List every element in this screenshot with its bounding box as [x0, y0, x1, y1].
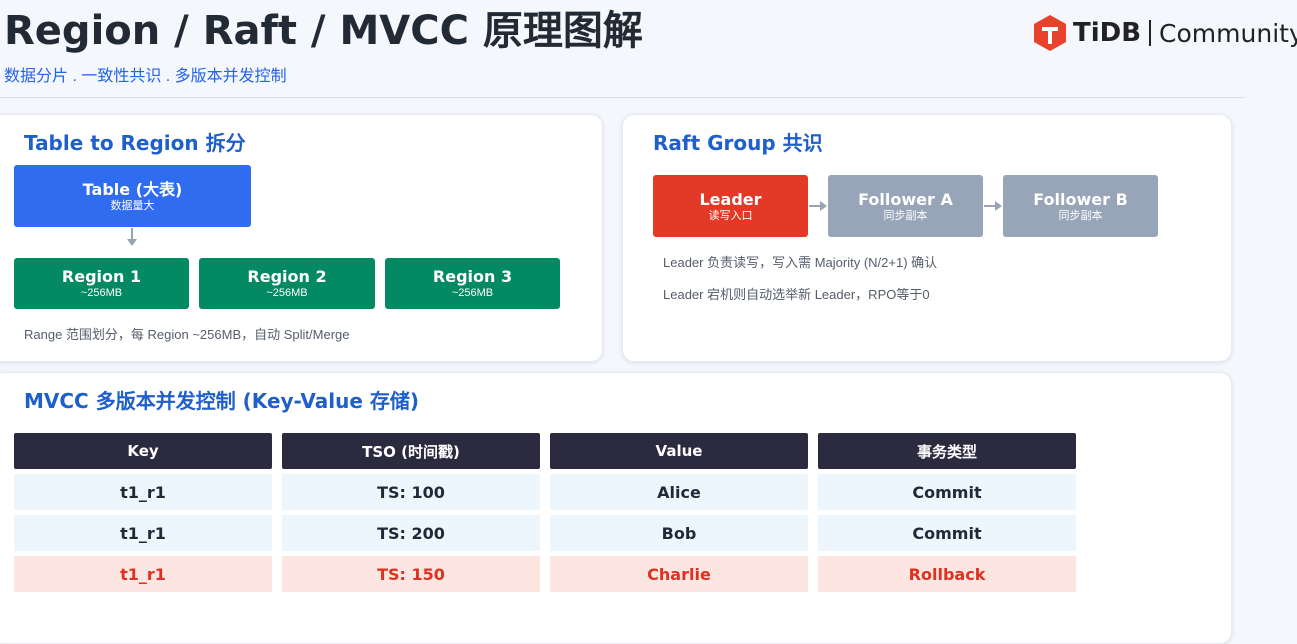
- logo-separator: [1149, 20, 1152, 46]
- leader-box: Leader 读写入口: [653, 175, 808, 237]
- mvcc-col-key: Key: [14, 433, 272, 469]
- table-row-1-tso: TS: 100: [282, 474, 540, 510]
- leader-label: Leader: [699, 189, 762, 209]
- table-row-1-key: t1_r1: [14, 474, 272, 510]
- follower-a-to-b-arrow: [984, 205, 996, 207]
- table-row-3-tso: TS: 150: [282, 556, 540, 592]
- header-divider: [0, 97, 1245, 98]
- region-3-label: Region 3: [432, 267, 513, 286]
- raft-note-majority: Leader 负责读写，写入需 Majority (N/2+1) 确认: [663, 255, 938, 270]
- table-box: Table (大表) 数据量大: [14, 165, 251, 227]
- leader-sub: 读写入口: [708, 209, 753, 222]
- follower-a-label: Follower A: [858, 189, 953, 209]
- region-1-box: Region 1 ~256MB: [14, 258, 189, 309]
- follower-b-box: Follower B 同步副本: [1003, 175, 1158, 237]
- table-to-region-arrow: [131, 228, 133, 240]
- raft-group-card: [622, 114, 1232, 362]
- table-row-1-type: Commit: [818, 474, 1076, 510]
- table-row-3-type: Rollback: [818, 556, 1076, 592]
- table-row-3-key: t1_r1: [14, 556, 272, 592]
- follower-a-to-b-arrowhead: [995, 201, 1002, 211]
- mvcc-title: MVCC 多版本并发控制 (Key-Value 存储): [24, 389, 420, 413]
- table-to-region-arrowhead: [127, 239, 137, 246]
- table-region-title: Table to Region 拆分: [24, 131, 246, 155]
- mvcc-col-tso: TSO (时间戳): [282, 433, 540, 469]
- region-split-note: Range 范围划分，每 Region ~256MB，自动 Split/Merg…: [24, 327, 350, 342]
- table-row-2-type: Commit: [818, 515, 1076, 551]
- follower-b-label: Follower B: [1033, 189, 1128, 209]
- tidb-community-logo: TiDB Community: [1033, 14, 1297, 52]
- region-2-box: Region 2 ~256MB: [199, 258, 375, 309]
- leader-to-follower-a-arrow: [809, 205, 821, 207]
- follower-b-sub: 同步副本: [1058, 209, 1103, 222]
- table-region-card: [0, 114, 603, 362]
- region-3-box: Region 3 ~256MB: [385, 258, 560, 309]
- region-3-size: ~256MB: [451, 287, 494, 299]
- page-title: Region / Raft / MVCC 原理图解: [4, 8, 643, 54]
- table-row-1-value: Alice: [550, 474, 808, 510]
- raft-group-title: Raft Group 共识: [653, 131, 823, 155]
- mvcc-col-txn-type: 事务类型: [818, 433, 1076, 469]
- table-row-3-value: Charlie: [550, 556, 808, 592]
- tidb-logo-icon: [1034, 15, 1066, 51]
- logo-brand-text: TiDB: [1073, 18, 1142, 48]
- logo-product-text: Community: [1159, 18, 1297, 48]
- follower-a-sub: 同步副本: [883, 209, 928, 222]
- table-row-2-value: Bob: [550, 515, 808, 551]
- region-2-label: Region 2: [247, 267, 327, 286]
- page-subtitle: 数据分片 . 一致性共识 . 多版本并发控制: [4, 68, 287, 85]
- raft-note-failover: Leader 宕机则自动选举新 Leader，RPO等于0: [663, 287, 930, 302]
- leader-to-follower-a-arrowhead: [820, 201, 827, 211]
- table-box-sub: 数据量大: [110, 199, 155, 212]
- table-box-label: Table (大表): [82, 179, 183, 199]
- follower-a-box: Follower A 同步副本: [828, 175, 983, 237]
- table-row-2-key: t1_r1: [14, 515, 272, 551]
- region-1-size: ~256MB: [80, 287, 123, 299]
- mvcc-col-value: Value: [550, 433, 808, 469]
- region-1-label: Region 1: [61, 267, 142, 286]
- table-row-2-tso: TS: 200: [282, 515, 540, 551]
- region-2-size: ~256MB: [266, 287, 308, 299]
